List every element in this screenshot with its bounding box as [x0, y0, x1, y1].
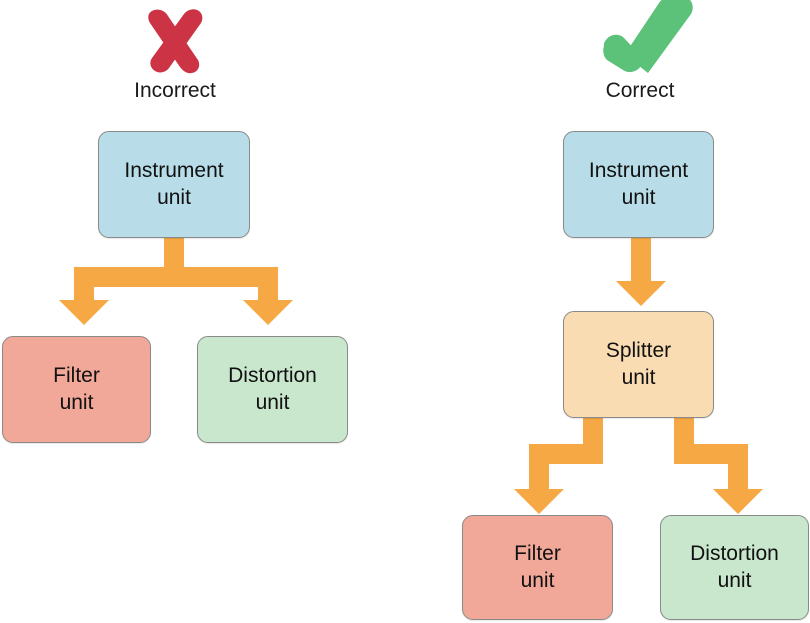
node-label-line2: unit [157, 185, 191, 209]
node-label-line1: Filter [514, 541, 561, 565]
node-label-line2: unit [621, 365, 656, 389]
cross-mark-icon [148, 9, 203, 74]
node-label-line1: Instrument [588, 158, 689, 182]
node-label-line1: Distortion [228, 363, 317, 387]
node-label-line2: unit [255, 390, 290, 414]
node-incorrect-distortion-unit[interactable]: Distortion unit [197, 336, 348, 443]
panel-label-correct: Correct [605, 79, 675, 102]
connector-splitter-to-distortion [674, 418, 763, 514]
node-label-line2: unit [59, 390, 94, 414]
connector-instrument-to-splitter [616, 237, 666, 306]
node-correct-instrument-unit[interactable]: Instrument unit [563, 131, 714, 238]
node-label-line2: unit [717, 568, 752, 592]
node-label-line1: Instrument [124, 158, 224, 182]
node-correct-filter-unit[interactable]: Filter unit [462, 515, 613, 620]
node-incorrect-instrument-unit[interactable]: Instrument unit [98, 131, 250, 238]
panel-label-incorrect: Incorrect [134, 79, 216, 102]
connector-splitter-to-filter [514, 418, 603, 514]
node-correct-splitter-unit[interactable]: Splitter unit [563, 311, 714, 418]
node-incorrect-filter-unit[interactable]: Filter unit [2, 336, 151, 443]
node-label-line2: unit [520, 568, 555, 592]
node-label-line1: Distortion [690, 541, 779, 565]
node-label-line1: Splitter [605, 338, 672, 362]
node-label-line2: unit [621, 185, 656, 209]
connector-fork-instrument-to-children [59, 237, 293, 325]
node-label-line1: Filter [53, 363, 100, 387]
check-mark-icon [603, 0, 693, 73]
node-correct-distortion-unit[interactable]: Distortion unit [660, 515, 809, 620]
